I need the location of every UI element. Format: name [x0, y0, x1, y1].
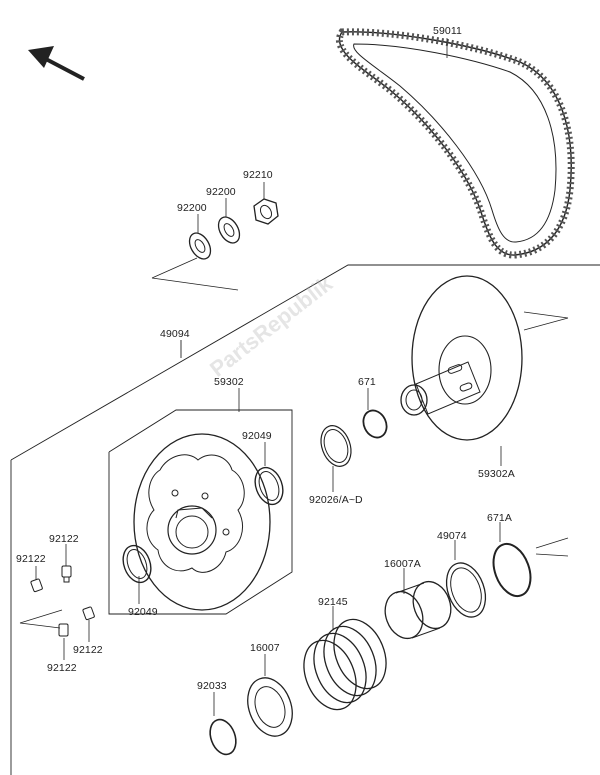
circlip-671	[362, 409, 388, 439]
spring-92145	[303, 618, 387, 711]
washer-92200-b	[217, 216, 241, 244]
spacer-49074	[445, 562, 487, 618]
label-59302: 59302	[214, 376, 244, 388]
fixed-sheave	[133, 433, 271, 611]
label-49074: 49074	[437, 530, 467, 542]
label-49094: 49094	[160, 328, 190, 340]
seal-92049-left	[122, 544, 152, 584]
grease-nipple-92122-2	[30, 578, 43, 593]
seal-92049-right	[254, 466, 284, 506]
label-92122-2: 92122	[16, 553, 46, 565]
washer-92200-a	[188, 232, 212, 260]
label-92033: 92033	[197, 680, 227, 692]
direction-arrow-icon	[28, 46, 85, 81]
label-671: 671	[358, 376, 376, 388]
grease-nipple-92122-1	[61, 565, 72, 583]
nut-92210	[253, 198, 279, 225]
assembly-frame	[10, 264, 600, 775]
label-671a: 671A	[487, 512, 512, 524]
label-92210: 92210	[243, 169, 273, 181]
label-16007: 16007	[250, 642, 280, 654]
label-92049-right: 92049	[242, 430, 272, 442]
label-92049-left: 92049	[128, 606, 158, 618]
label-59011: 59011	[433, 25, 462, 37]
label-92122-1: 92122	[49, 533, 79, 545]
shim-92026	[320, 425, 352, 467]
bushing-16007	[247, 677, 293, 737]
fixed-sheave-box	[108, 409, 293, 615]
bushing-16007a	[384, 580, 452, 640]
circlip-671a	[492, 542, 532, 598]
label-92200-a: 92200	[177, 202, 207, 214]
label-92122-3: 92122	[73, 644, 103, 656]
grease-nipple-92122-4	[58, 623, 69, 637]
label-92122-4: 92122	[47, 662, 77, 674]
snap-ring-92033	[209, 718, 237, 756]
label-16007a: 16007A	[384, 558, 421, 570]
label-92145: 92145	[318, 596, 348, 608]
grease-nipple-92122-3	[82, 606, 95, 621]
label-92026: 92026/A~D	[309, 494, 363, 506]
movable-sheave	[400, 275, 523, 441]
label-59302a: 59302A	[478, 468, 515, 480]
label-92200-b: 92200	[206, 186, 236, 198]
leader-lines	[35, 38, 502, 716]
drive-belt	[336, 28, 575, 259]
reference-lines	[19, 257, 569, 629]
